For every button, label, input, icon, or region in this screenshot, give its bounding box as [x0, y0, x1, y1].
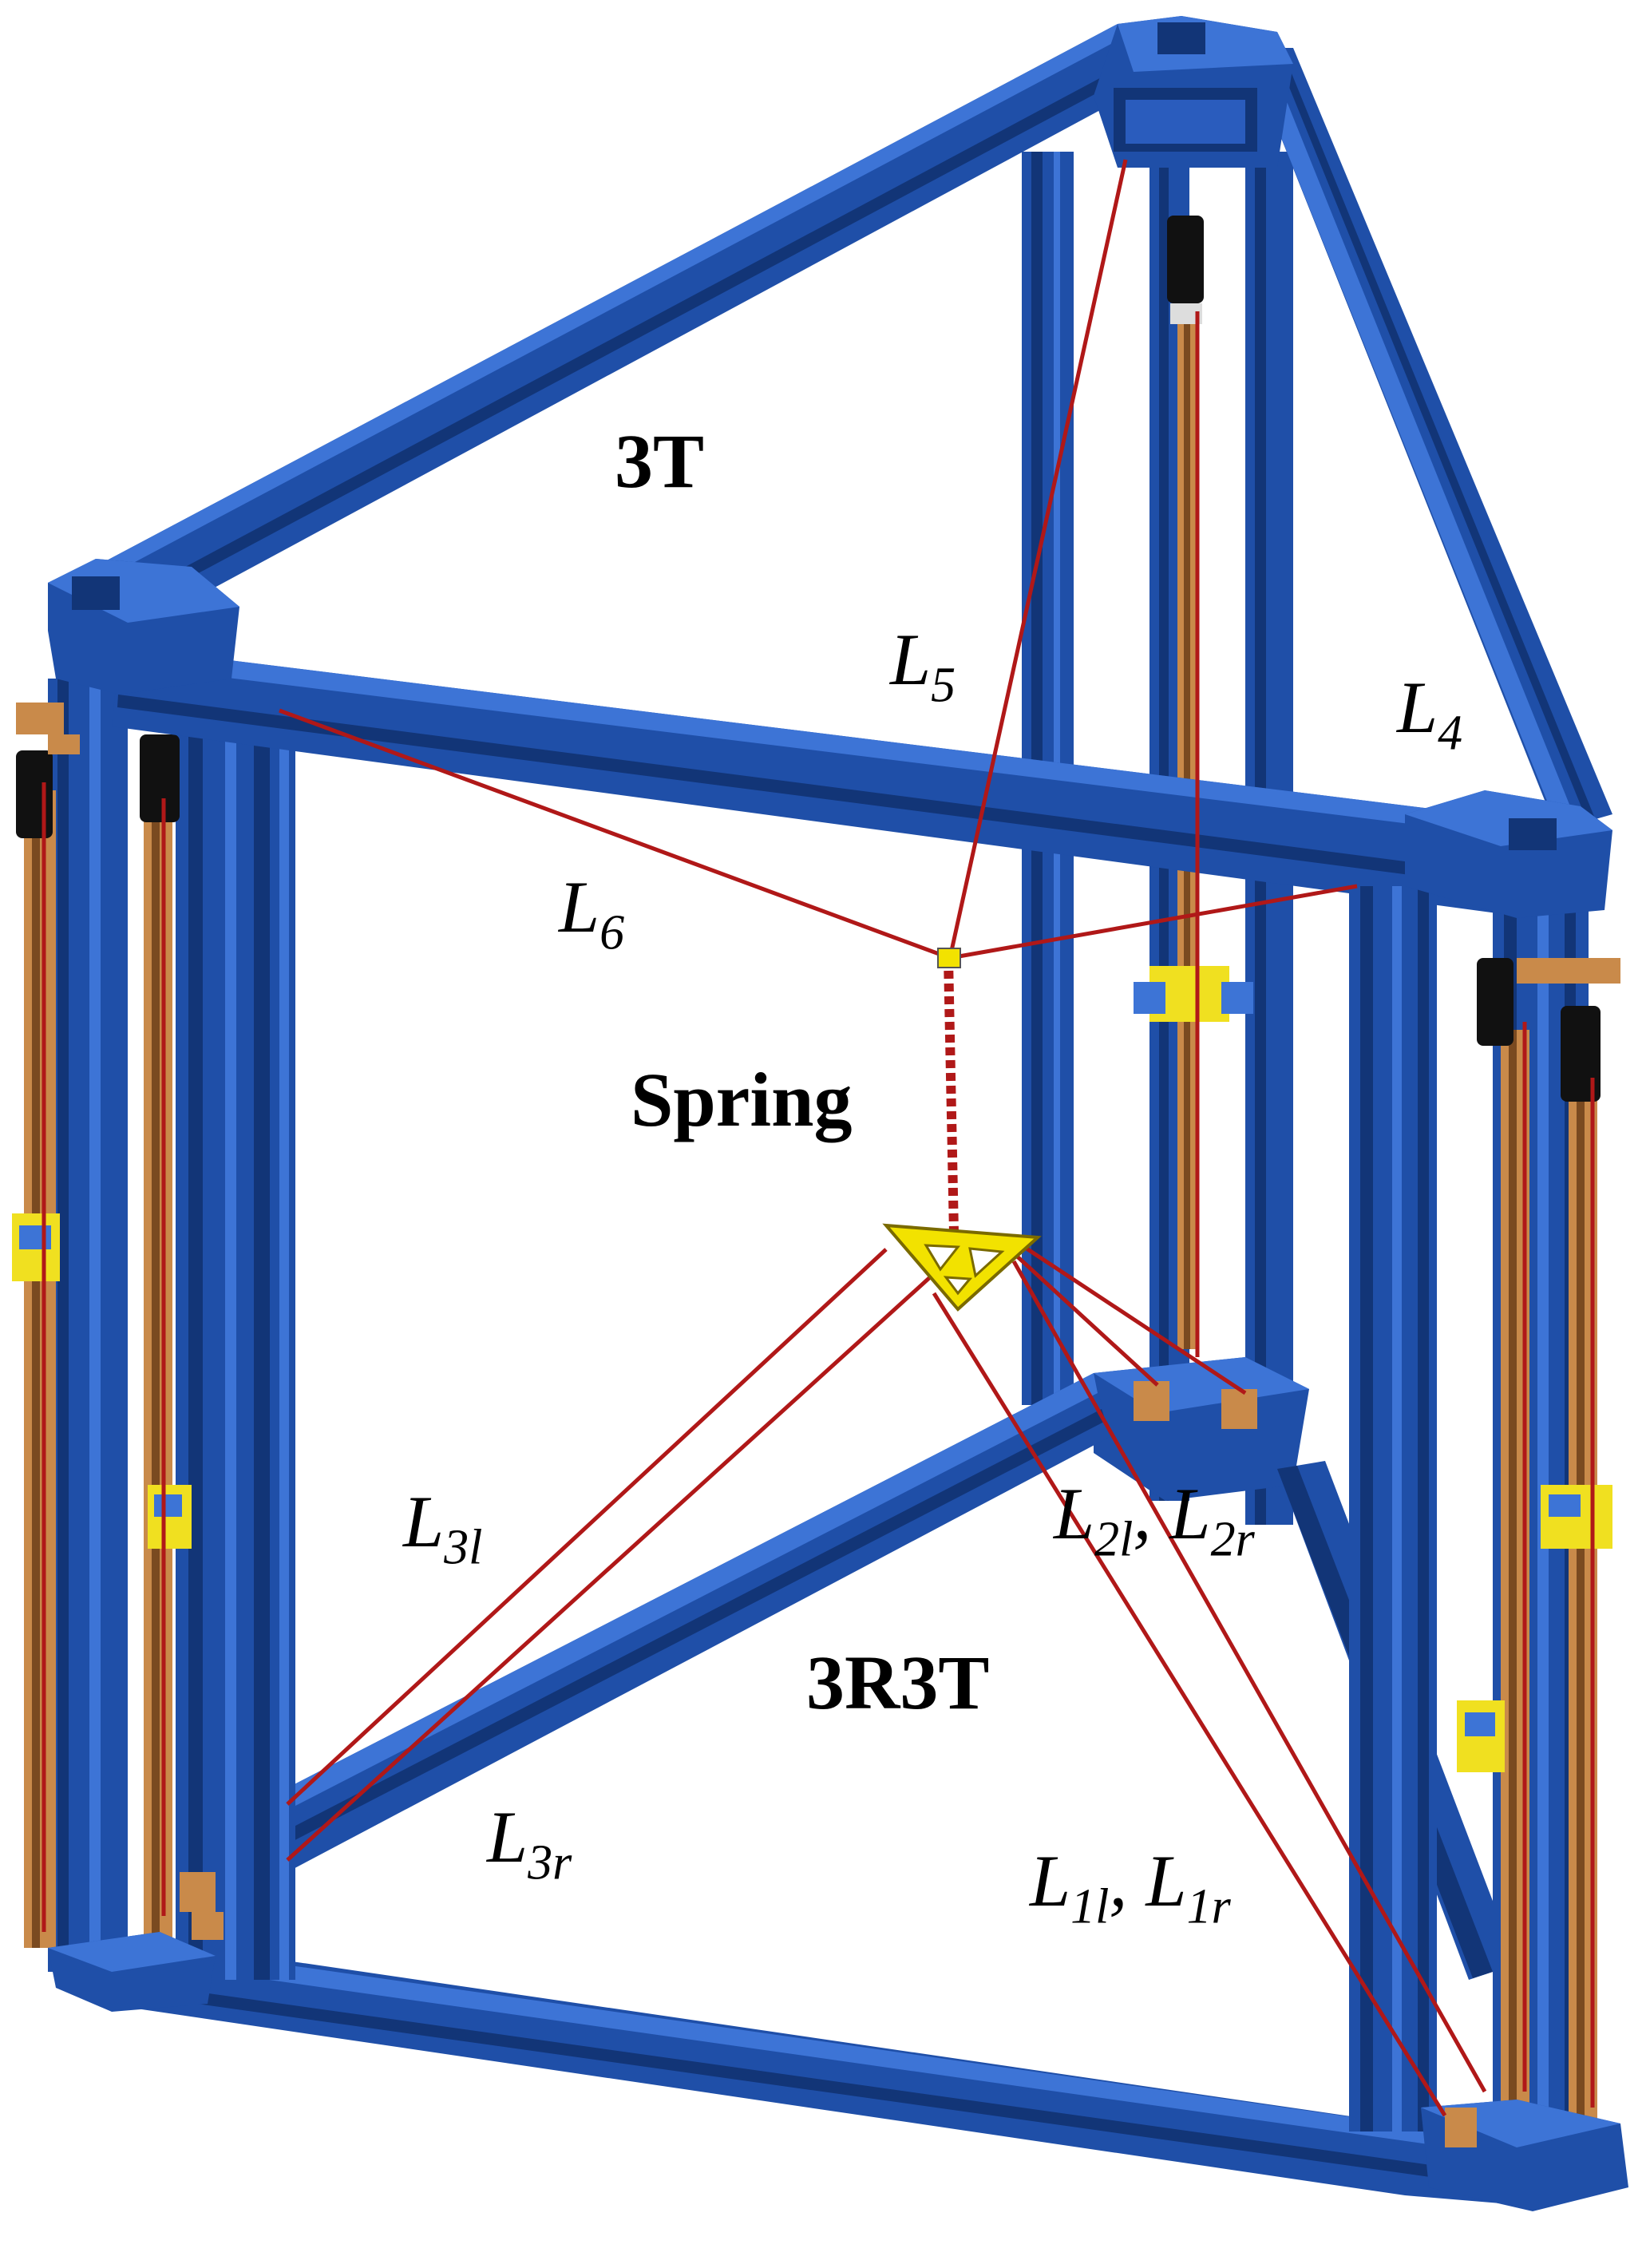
label-l2: L2l, L2r [1054, 1473, 1255, 1567]
label-spring: Spring [631, 1057, 853, 1142]
label-l4: L4 [1397, 667, 1463, 761]
spring-attachment [937, 948, 961, 968]
lower-left-diagonal-beam [263, 1373, 1110, 1872]
right-corner-block [1405, 790, 1612, 918]
label-3r3t: 3R3T [806, 1640, 990, 1725]
right-base-plate [1421, 2100, 1628, 2211]
label-3t: 3T [615, 418, 705, 504]
bottom-front-beam [104, 1940, 1509, 2203]
left-outer-column [12, 679, 224, 1972]
moving-platform [882, 1223, 1042, 1312]
top-back-right-beam [1245, 48, 1612, 830]
top-back-left-beam [80, 24, 1142, 639]
back-corner-block [1094, 16, 1293, 168]
label-l1: L1l, L1r [1030, 1840, 1231, 1934]
label-l3r: L3r [487, 1796, 572, 1890]
label-l5: L5 [890, 619, 956, 713]
label-l3l: L3l [403, 1481, 483, 1575]
back-carriage [1134, 966, 1253, 1022]
left-front-column [176, 687, 295, 1980]
left-base-plate [48, 1932, 216, 2012]
cables [42, 159, 1595, 2117]
left-corner-block [48, 559, 239, 695]
rear-base-plate [1094, 1357, 1309, 1501]
label-l6: L6 [559, 866, 625, 960]
top-front-beam [112, 647, 1541, 918]
